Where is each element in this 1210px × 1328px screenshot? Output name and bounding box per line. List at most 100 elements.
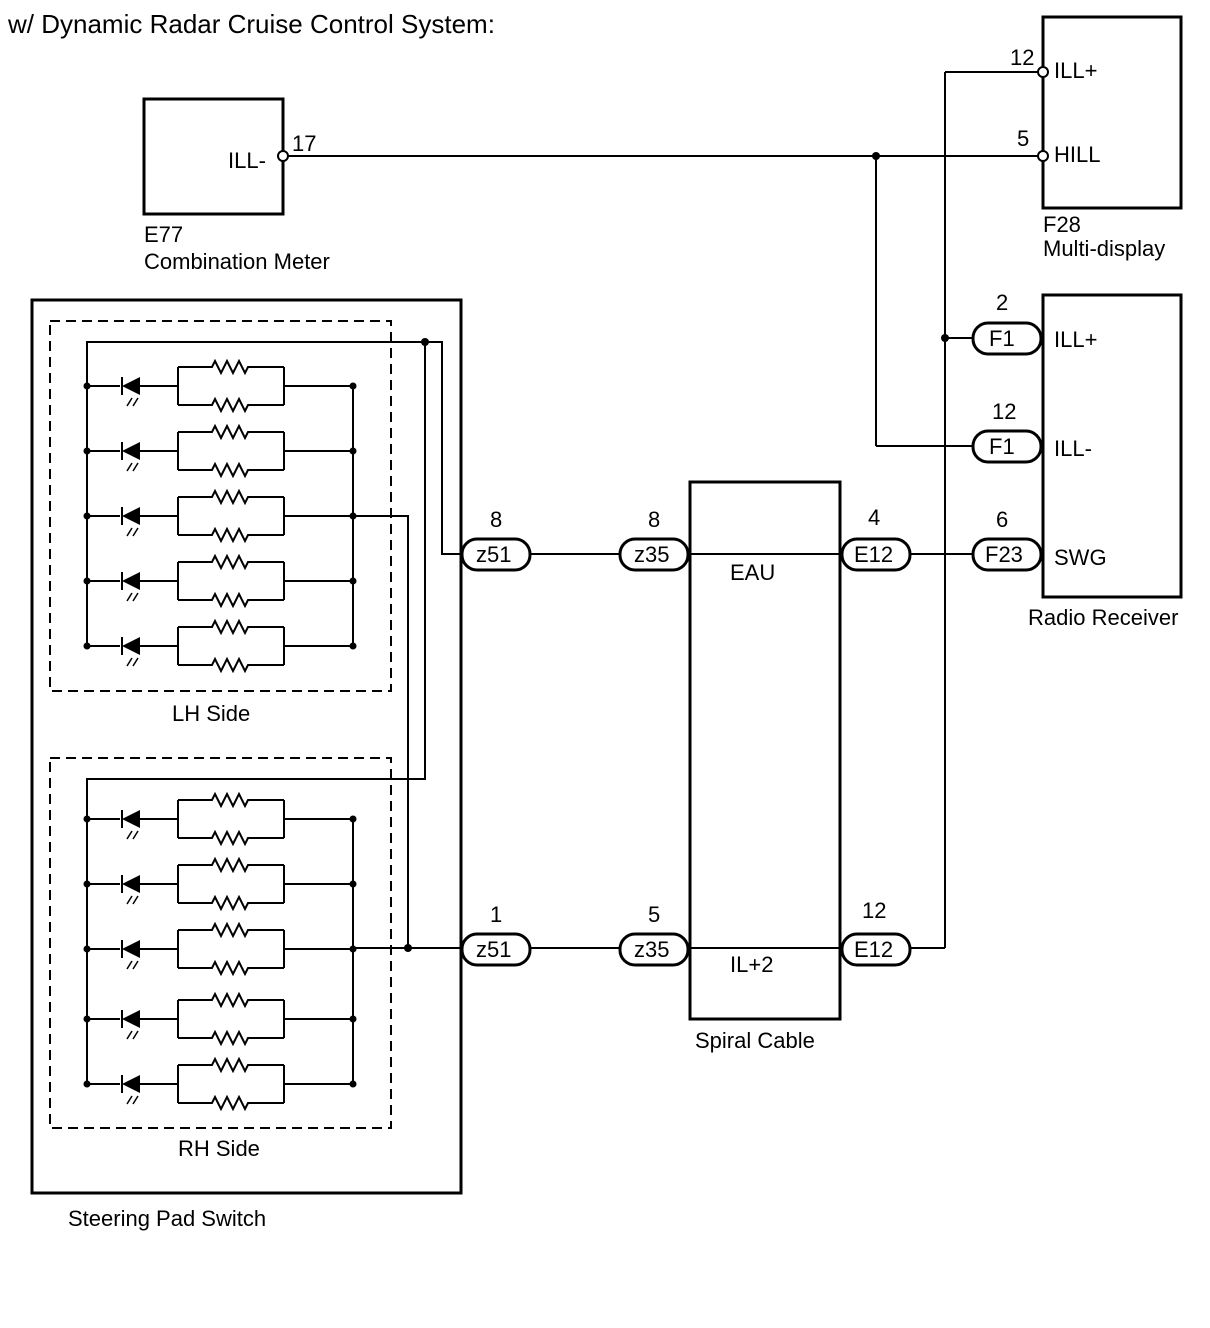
spiral-cable-signal-il2: IL+2 <box>730 952 773 977</box>
connector-z35-top-pin: 8 <box>648 507 660 532</box>
steering-pad-switch: LH Side RH Side Steering Pad Switch <box>30 298 463 1231</box>
junction-dot <box>83 815 91 823</box>
junction-ill-minus <box>872 152 880 160</box>
junction-dot <box>349 512 357 520</box>
resistor-icon <box>178 423 284 441</box>
connector-z51-top: z51 8 <box>460 507 532 572</box>
junction-ill-plus <box>941 334 949 342</box>
resistor-icon <box>178 396 284 414</box>
junction-dot <box>83 945 91 953</box>
led-ray <box>132 830 139 840</box>
led-icon <box>122 810 140 828</box>
led-ray <box>126 527 133 537</box>
multi-display: 12 ILL+ 5 HILL F28 Multi-display <box>1010 15 1183 261</box>
resistor-icon <box>178 461 284 479</box>
spiral-cable: EAU IL+2 Spiral Cable <box>688 480 842 1053</box>
resistor-icon <box>178 791 284 809</box>
led-ray <box>132 462 139 472</box>
connector-e12-top: E12 4 <box>840 505 912 572</box>
multi-display-label-hill: HILL <box>1054 142 1100 167</box>
lh-side-label: LH Side <box>172 701 250 726</box>
steering-pad-switch-name: Steering Pad Switch <box>68 1206 266 1231</box>
junction-dot <box>349 1080 357 1088</box>
connector-e12-bottom-id: E12 <box>854 937 893 962</box>
multi-display-name: Multi-display <box>1043 236 1165 261</box>
resistor-icon <box>178 991 284 1009</box>
multi-display-code: F28 <box>1043 212 1081 237</box>
connector-e12-bottom-pin: 12 <box>862 898 886 923</box>
led-icon <box>122 507 140 525</box>
connector-f1-ill-minus-id: F1 <box>989 434 1015 459</box>
connector-z35-bottom-pin: 5 <box>648 902 660 927</box>
resistor-icon <box>178 1056 284 1074</box>
steering-pad-switch-box <box>30 298 463 1195</box>
pin-f28-12 <box>1037 66 1049 78</box>
diagram-title: w/ Dynamic Radar Cruise Control System: <box>7 9 495 39</box>
connector-e12-bottom: E12 12 <box>840 898 912 967</box>
resistor-icon <box>178 553 284 571</box>
led-ray <box>126 895 133 905</box>
resistor-icon <box>178 488 284 506</box>
led-ray <box>132 592 139 602</box>
led-icon <box>122 1075 140 1093</box>
led-ray <box>132 1030 139 1040</box>
lh-side-box <box>49 320 392 692</box>
led-ray <box>126 397 133 407</box>
led-ray <box>132 895 139 905</box>
multi-display-pin-ill-plus: 12 <box>1010 45 1034 70</box>
led-ray <box>126 1030 133 1040</box>
connector-z35-bottom-id: z35 <box>634 937 669 962</box>
resistor-icon <box>178 959 284 977</box>
radio-receiver-name: Radio Receiver <box>1028 605 1178 630</box>
connector-e12-top-id: E12 <box>854 542 893 567</box>
resistor-icon <box>178 894 284 912</box>
junction-dot <box>349 382 357 390</box>
connector-e12-top-pin: 4 <box>868 505 880 530</box>
resistor-icon <box>178 856 284 874</box>
resistor-icon <box>178 618 284 636</box>
main-wires <box>277 66 1049 949</box>
connector-z51-bottom-id: z51 <box>476 937 511 962</box>
led-ray <box>132 657 139 667</box>
wire-rh-bus-to-z51-8 <box>86 342 426 1084</box>
junction-dot <box>349 642 357 650</box>
connector-z51-top-pin: 8 <box>490 507 502 532</box>
multi-display-box <box>1041 15 1183 210</box>
multi-display-pin-hill: 5 <box>1017 126 1029 151</box>
junction-dot <box>349 577 357 585</box>
combination-meter-name: Combination Meter <box>144 249 330 274</box>
connector-z35-top: z35 8 <box>618 507 690 572</box>
junction-dot <box>349 447 357 455</box>
radio-receiver-label-ill-plus: ILL+ <box>1054 327 1097 352</box>
led-ray <box>126 462 133 472</box>
resistor-icon <box>178 921 284 939</box>
combination-meter-pin: 17 <box>292 131 316 156</box>
radio-receiver: ILL+ ILL- SWG Radio Receiver F1 2 F1 12 … <box>971 290 1183 630</box>
junction-dot <box>83 447 91 455</box>
junction-dot <box>349 945 357 953</box>
junction-dot <box>349 880 357 888</box>
pin-e77-17 <box>277 150 289 162</box>
junction-dot <box>83 880 91 888</box>
connector-f1-ill-minus-pin: 12 <box>992 399 1016 424</box>
connector-z51-top-id: z51 <box>476 542 511 567</box>
resistor-icon <box>178 591 284 609</box>
radio-receiver-box <box>1041 293 1183 599</box>
combination-meter: ILL- 17 E77 Combination Meter <box>142 97 330 274</box>
spiral-cable-name: Spiral Cable <box>695 1028 815 1053</box>
junction-dot <box>349 815 357 823</box>
pin-f28-5 <box>1037 150 1049 162</box>
junction-switch-bus <box>421 338 429 346</box>
led-ray <box>132 960 139 970</box>
multi-display-label-ill-plus: ILL+ <box>1054 58 1097 83</box>
resistor-icon <box>178 1094 284 1112</box>
led-ray <box>132 527 139 537</box>
wire-lh-to-z51-1 <box>353 515 462 949</box>
spiral-cable-box <box>688 480 842 1021</box>
led-ray <box>126 830 133 840</box>
led-icon <box>122 940 140 958</box>
connector-f23-swg-pin: 6 <box>996 507 1008 532</box>
junction-dot <box>83 512 91 520</box>
connector-z51-bottom-pin: 1 <box>490 902 502 927</box>
